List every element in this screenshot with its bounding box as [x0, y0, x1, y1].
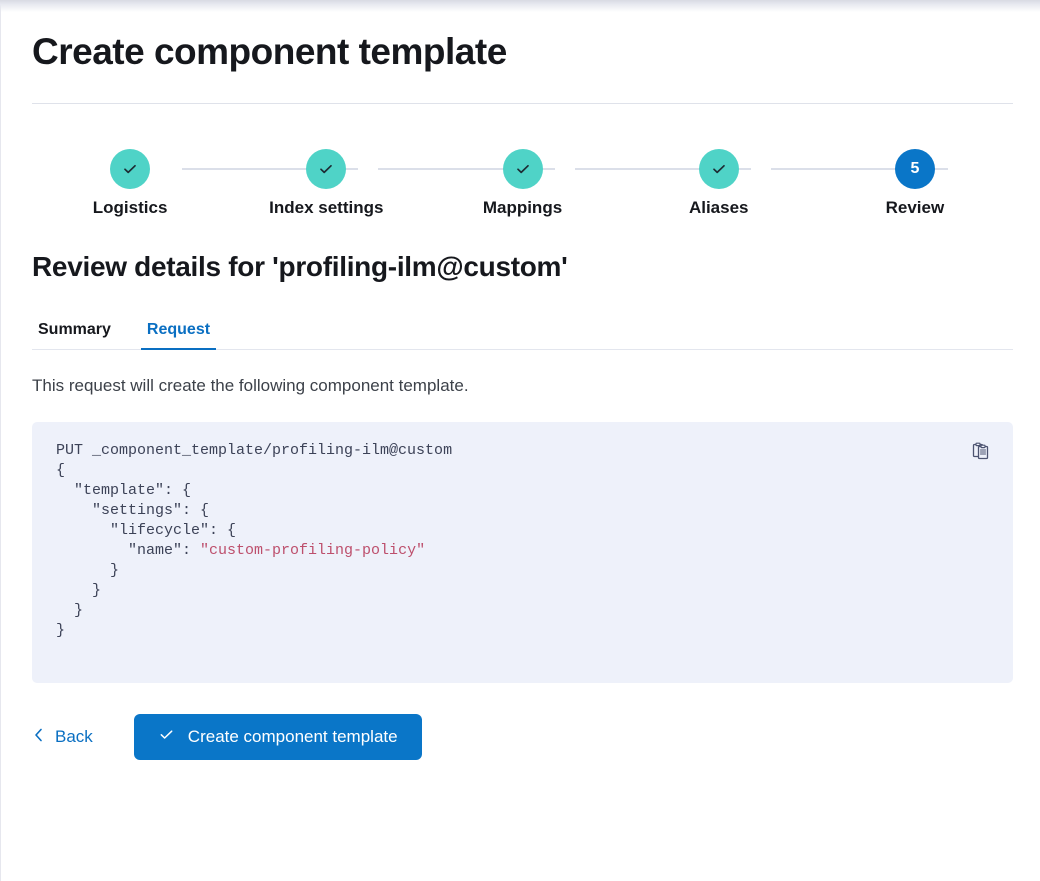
request-body-line: "name":	[56, 542, 201, 560]
step-review[interactable]: 5 Review	[817, 148, 1013, 218]
tab-summary[interactable]: Summary	[32, 320, 117, 350]
request-code-block: PUT _component_template/profiling-ilm@cu…	[32, 422, 1013, 684]
step-connector-4	[771, 167, 948, 170]
back-button-label: Back	[55, 727, 93, 747]
request-code: PUT _component_template/profiling-ilm@cu…	[56, 441, 989, 641]
wizard-footer: Back Create component template	[32, 714, 1013, 761]
step-mappings-bubble	[502, 148, 543, 189]
step-connector-1	[182, 167, 358, 170]
left-edge-divider	[0, 0, 1, 881]
chevron-left-icon	[32, 727, 46, 748]
step-index-settings-label: Index settings	[269, 197, 384, 217]
review-tabs: Summary Request	[32, 312, 1013, 350]
review-heading: Review details for 'profiling-ilm@custom…	[32, 250, 568, 282]
request-policy-value: "custom-profiling-policy"	[200, 542, 426, 560]
wizard-stepper: Logistics Index settings	[32, 148, 1013, 227]
step-review-number: 5	[910, 159, 920, 177]
step-review-bubble: 5	[894, 148, 935, 189]
request-description: This request will create the following c…	[32, 375, 469, 395]
copy-request-button[interactable]	[967, 438, 995, 466]
check-icon	[158, 726, 175, 748]
step-mappings[interactable]: Mappings	[424, 148, 620, 218]
tab-request[interactable]: Request	[140, 320, 217, 350]
request-body-line: {	[56, 462, 66, 480]
step-aliases[interactable]: Aliases	[621, 148, 817, 218]
step-connector-2	[378, 167, 555, 170]
check-icon	[514, 160, 532, 178]
step-index-settings-bubble	[306, 148, 347, 189]
copy-icon	[971, 441, 991, 464]
step-logistics-bubble	[110, 148, 151, 189]
header-divider	[32, 102, 1013, 104]
request-body-line: }	[56, 582, 102, 600]
request-body-line: }	[56, 622, 66, 640]
step-connector-3	[575, 167, 751, 170]
request-body-line: }	[56, 602, 84, 620]
create-component-template-button[interactable]: Create component template	[133, 714, 422, 761]
request-method-line: PUT _component_template/profiling-ilm@cu…	[56, 442, 453, 460]
request-body-line: }	[56, 562, 120, 580]
check-icon	[317, 160, 335, 178]
create-component-template-label: Create component template	[187, 727, 398, 747]
step-aliases-bubble	[698, 148, 739, 189]
step-review-label: Review	[885, 197, 945, 217]
back-button[interactable]: Back	[32, 727, 93, 748]
request-body-line: "template": {	[56, 482, 192, 500]
page-title: Create component template	[32, 31, 507, 72]
step-logistics-label: Logistics	[92, 197, 168, 217]
request-body-line: "lifecycle": {	[56, 522, 237, 540]
check-icon	[121, 160, 139, 178]
request-body-line: "settings": {	[56, 502, 210, 520]
step-mappings-label: Mappings	[482, 197, 563, 217]
step-logistics[interactable]: Logistics	[32, 148, 228, 218]
check-icon	[710, 160, 728, 178]
step-index-settings[interactable]: Index settings	[228, 148, 424, 218]
step-aliases-label: Aliases	[688, 197, 749, 217]
